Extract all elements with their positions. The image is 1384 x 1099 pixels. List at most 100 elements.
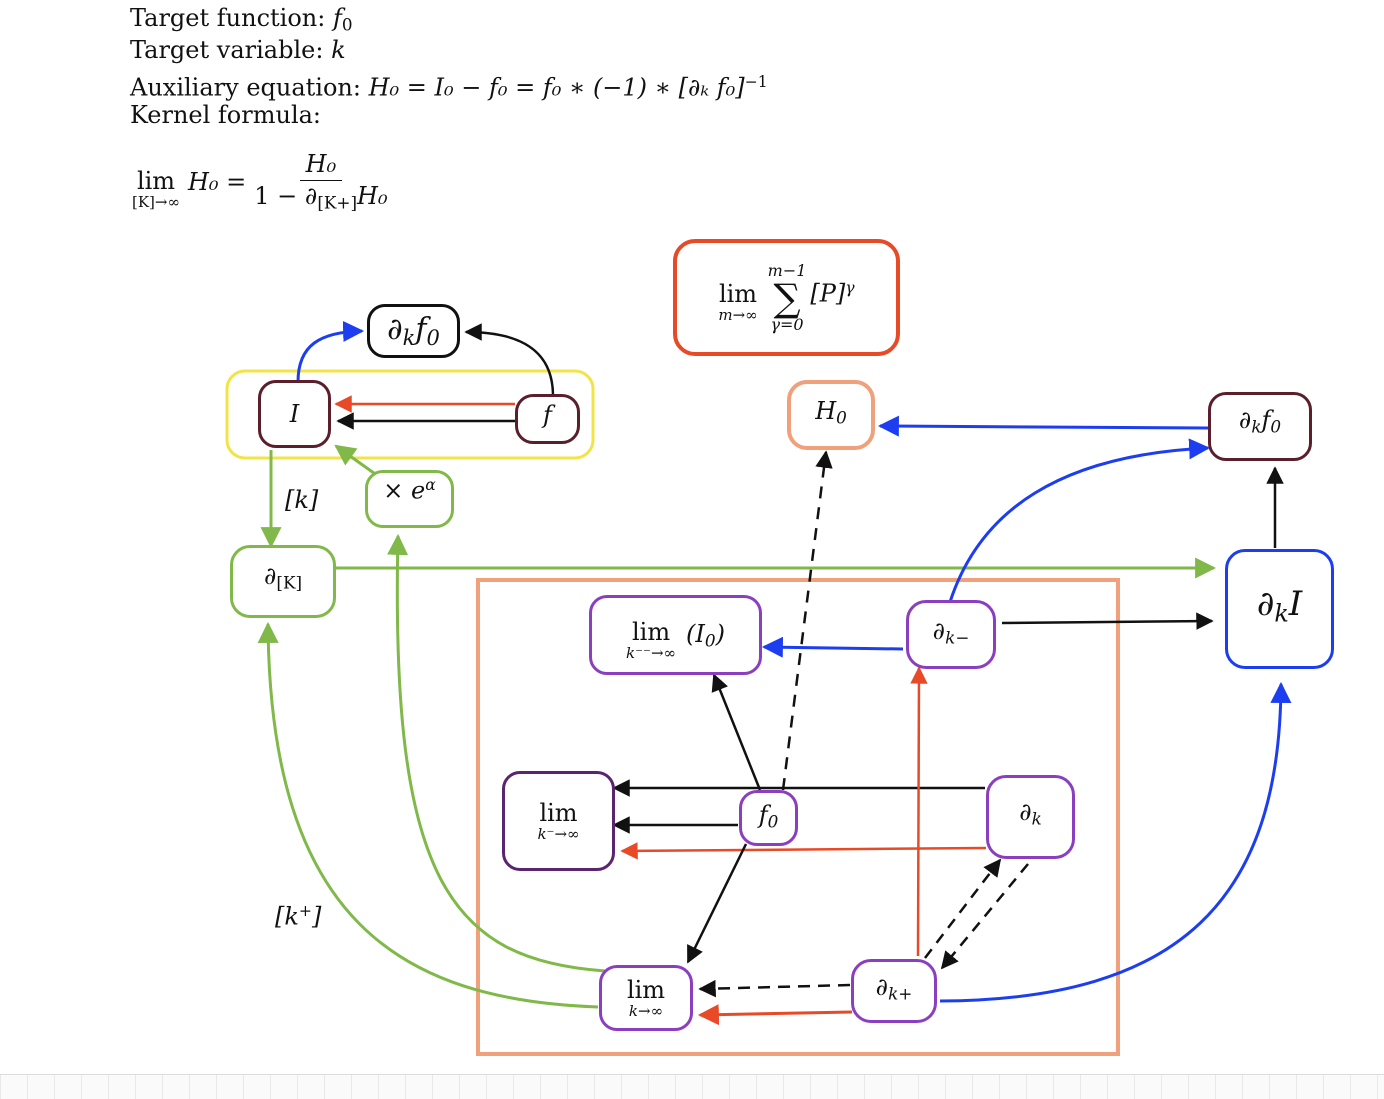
dk-plus-sub: k+ [888, 983, 913, 1004]
target-function-subscript: 0 [341, 14, 353, 35]
lim-I0-body-close: ) [715, 619, 725, 648]
times-exp-sup: α [425, 475, 436, 494]
dk-partial: ∂ [1019, 797, 1032, 826]
dk-minus-sub: k− [945, 627, 970, 648]
sum-top: m−1 [767, 260, 807, 280]
node-dk-plus: ∂k+ [851, 959, 937, 1023]
edge-dk-to-limkminus-red [620, 842, 987, 860]
kernel-numerator: H₀ [299, 150, 343, 182]
dk-f0-right-partial: ∂ [1238, 406, 1252, 435]
lim-k-word: lim [626, 975, 666, 1004]
edge-label-k: [k] [285, 486, 318, 514]
edge-f0-to-H0-dashed [781, 450, 833, 791]
lim-I0-lim: lim k⁻⁻→∞ [626, 620, 676, 661]
edge-dkplus-to-limk-red [697, 1004, 853, 1026]
dk-f0-top-tail-sub: 0 [426, 325, 440, 350]
dk-f0-right-tail-sub: 0 [1270, 416, 1282, 437]
f0-sub: 0 [767, 811, 779, 832]
kernel-denominator: 1 − ∂[K+]H₀ [254, 181, 387, 213]
node-I: I [258, 380, 331, 448]
node-H0: H0 [787, 380, 875, 450]
kernel-lim-word: lim [136, 166, 176, 195]
auxiliary-label: Auxiliary equation: [130, 73, 361, 102]
node-sum-limit: lim m→∞ m−1 ∑ γ=0 [P]γ [673, 239, 900, 356]
target-function-symbol: f [332, 4, 342, 32]
lim-kminus-lim: lim k⁻→∞ [537, 801, 579, 842]
target-variable-line: Target variable: k [130, 34, 346, 66]
dk-minus-partial: ∂ [932, 617, 946, 646]
kernel-lhs: H₀ = [187, 168, 247, 196]
dk-f0-right-tail: f [1261, 406, 1271, 435]
I-label: I [289, 400, 300, 428]
kernel-label: Kernel formula: [130, 101, 322, 129]
kernel-fraction: H₀ 1 − ∂[K+]H₀ [254, 150, 387, 214]
kernel-lim: lim [K]→∞ [132, 169, 180, 210]
kernel-denominator-sub: [K+] [317, 192, 358, 213]
node-f: f [515, 394, 580, 444]
d-K-sub: [K] [276, 572, 303, 593]
dk-f0-right-sub: k [1251, 416, 1262, 437]
edge-dkplus-to-dk-dashed [924, 858, 1002, 959]
kernel-lim-under: [K]→∞ [132, 192, 180, 211]
sum-lim: lim m→∞ [718, 282, 757, 323]
sum-body: [P]γ [810, 279, 854, 308]
target-variable-symbol: k [331, 36, 346, 64]
dk-I-partial: ∂ [1256, 584, 1275, 625]
lim-k-under: k→∞ [628, 1001, 664, 1020]
dk-I-sub: k [1274, 599, 1289, 628]
dk-I-tail: I [1288, 584, 1303, 625]
target-variable-label: Target variable: [130, 36, 324, 64]
sum-bottom: γ=0 [770, 314, 804, 334]
edge-dkminus-to-limI0 [761, 636, 904, 658]
edge-dkf0-to-H0 [877, 415, 1209, 437]
sum-body-sup: γ [845, 279, 855, 298]
edge-I-to-dkf0 [296, 320, 365, 383]
auxiliary-equation-line: Auxiliary equation: H₀ = I₀ − f₀ = f₀ ∗ … [130, 66, 768, 104]
node-d-K: ∂[K] [230, 545, 336, 618]
edge-label-k-plus-text: [k [275, 902, 299, 931]
dk-f0-top-partial: ∂ [387, 312, 403, 348]
kernel-formula-line: Kernel formula: [130, 99, 321, 131]
node-lim-kminus: lim k⁻→∞ [502, 771, 615, 871]
node-f0: f0 [739, 790, 798, 846]
node-lim-k: lim k→∞ [599, 965, 693, 1031]
bottom-ruler-strip [0, 1074, 1384, 1099]
kernel-denominator-tail: H₀ [357, 182, 388, 211]
edge-dkplus-to-limk-dashed [698, 979, 851, 998]
d-K-partial: ∂ [263, 562, 277, 591]
H0-label: H [815, 396, 837, 425]
node-dk: ∂k [986, 775, 1075, 859]
edge-limk-to-dK [257, 621, 599, 1009]
kernel-denominator-head: 1 − ∂ [254, 182, 318, 211]
edge-label-k-text: [k] [285, 486, 319, 514]
group-box-orange [476, 578, 1120, 1056]
node-times-exp: × eα [365, 470, 454, 528]
target-function-line: Target function: f0 [130, 2, 353, 41]
edge-exp-to-I [334, 444, 379, 478]
node-dk-minus: ∂k− [906, 600, 996, 669]
dk-f0-top-sub: k [402, 325, 416, 350]
dk-sub: k [1031, 808, 1042, 829]
edge-label-k-plus: [k+] [275, 902, 321, 931]
sum-lim-word: lim [718, 280, 758, 308]
kernel-formula: lim [K]→∞ H₀ = H₀ 1 − ∂[K+]H₀ [132, 146, 388, 218]
dk-plus-partial: ∂ [875, 972, 889, 1001]
edge-dkminus-to-dkf0 [948, 438, 1211, 603]
group-box-yellow [225, 369, 595, 460]
edge-dk-to-dkplus-dashed [940, 863, 1029, 970]
edge-label-k-plus-close: ] [311, 902, 322, 931]
edge-f0-to-limI0 [711, 673, 762, 791]
edge-limk-to-exp [387, 533, 606, 973]
sum-body-text: [P] [810, 279, 846, 308]
node-lim-I0: lim k⁻⁻→∞ (I0) [589, 595, 762, 675]
lim-I0-body: (I [686, 619, 705, 648]
lim-kminus-word: lim [539, 798, 578, 827]
f0-label: f [758, 800, 768, 829]
lim-I0-body-sub: 0 [704, 630, 716, 651]
edge-f0-to-limk [686, 843, 748, 964]
lim-kminus-under: k⁻→∞ [537, 824, 580, 843]
edge-dkminus-to-dkI [1001, 612, 1214, 630]
sum-operator: m−1 ∑ γ=0 [767, 260, 807, 334]
edge-label-k-plus-sup: + [298, 902, 312, 920]
dk-f0-top-tail: f [415, 312, 427, 348]
